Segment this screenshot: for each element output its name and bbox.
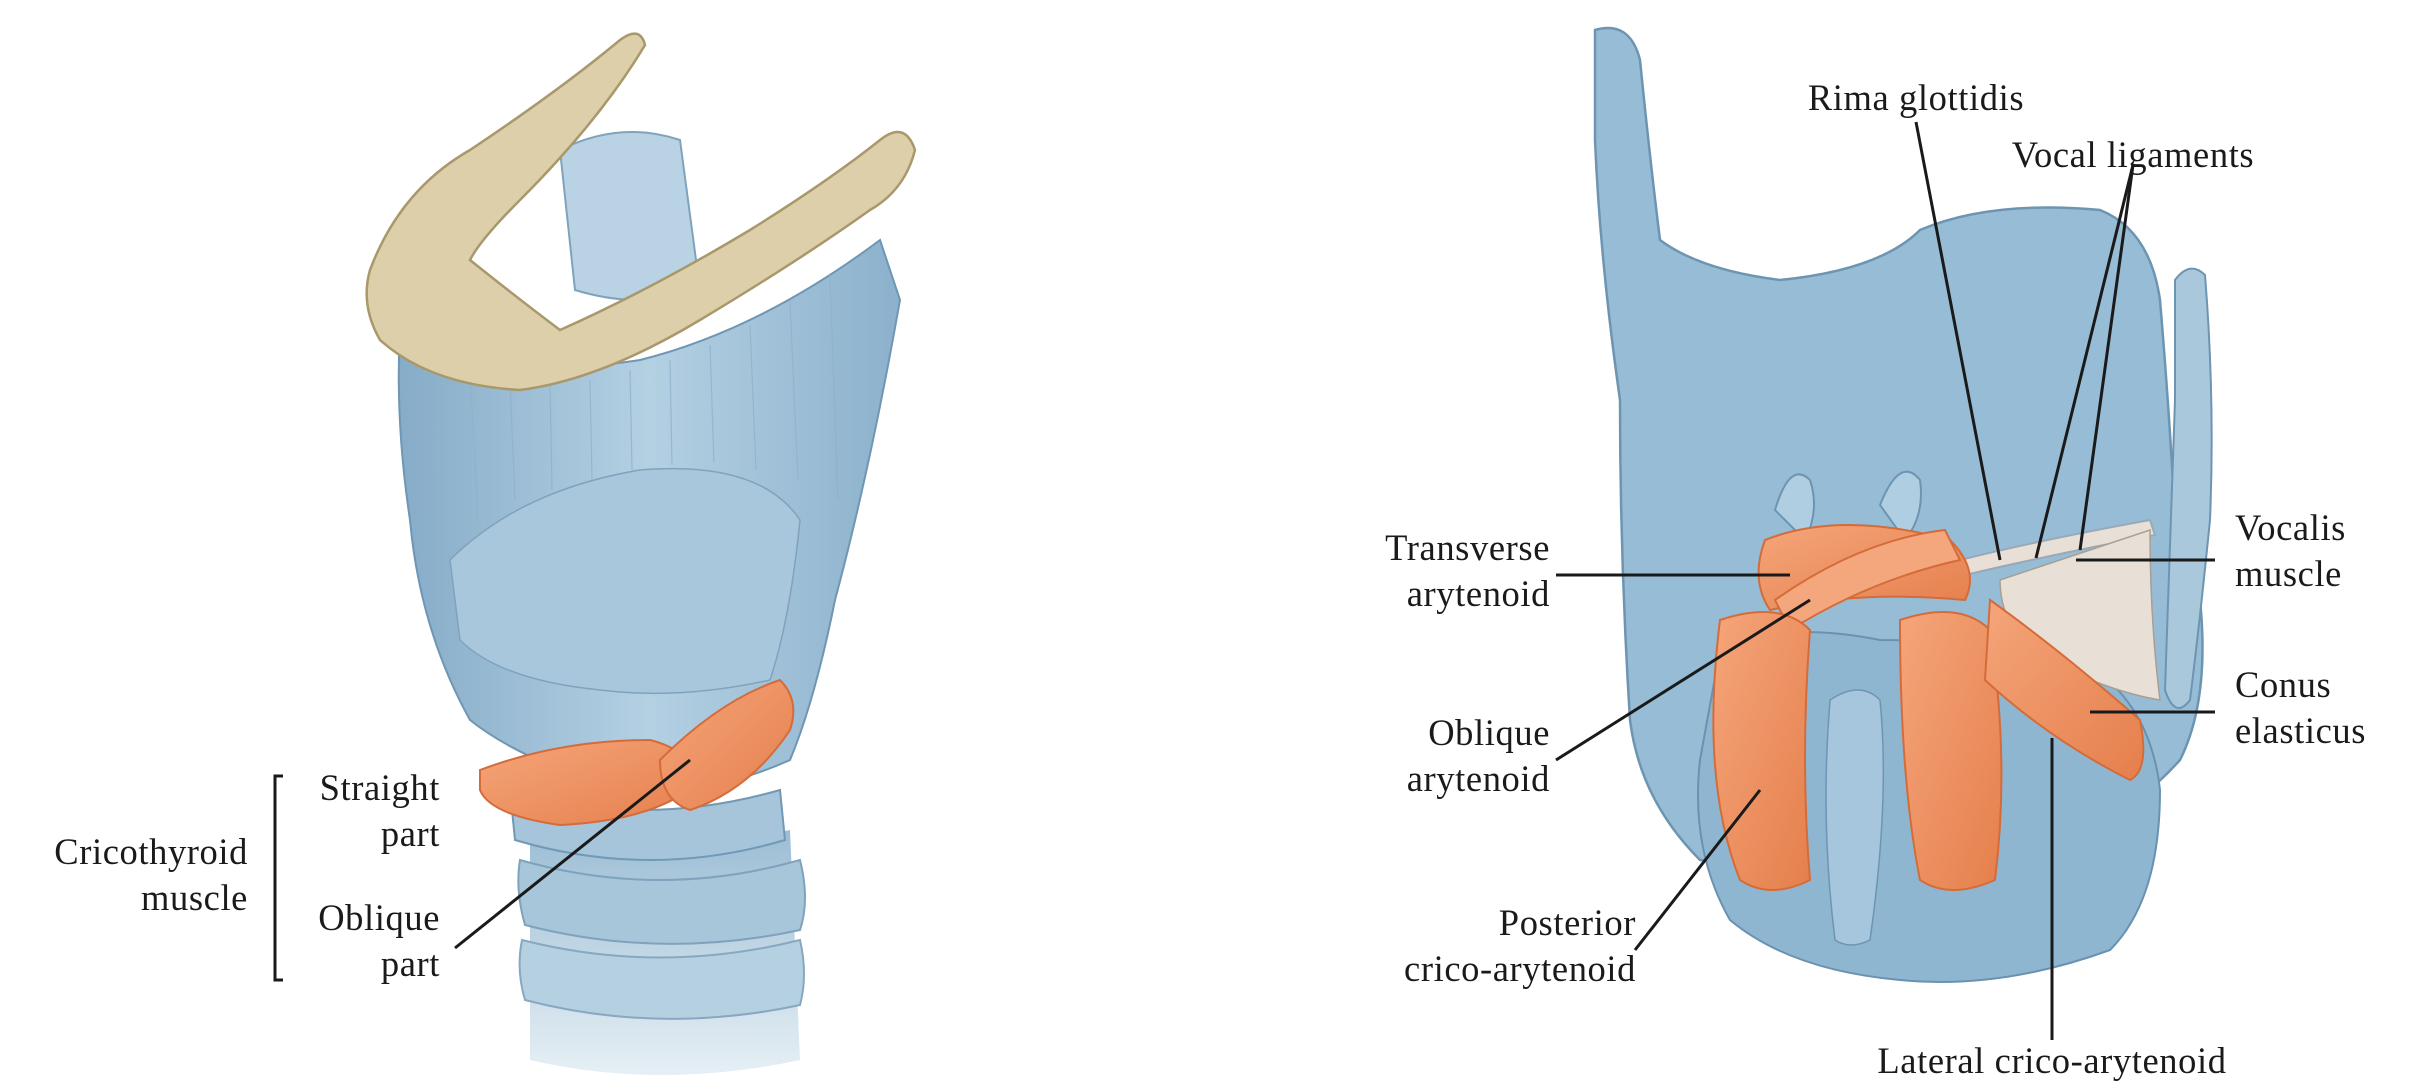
straight-part-label-line2: part — [381, 813, 440, 854]
rima-glottidis-label: Rima glottidis — [1808, 77, 2024, 118]
cricoid-ridge — [1826, 690, 1883, 945]
lateral-crico-arytenoid-label: Lateral crico-arytenoid — [1877, 1040, 2226, 1081]
conus-elasticus-label-line1: Conus — [2235, 664, 2331, 705]
conus-elasticus-label-line2: elasticus — [2235, 710, 2366, 751]
vocal-ligaments-label: Vocal ligaments — [2012, 134, 2255, 175]
transverse-arytenoid-label-line1: Transverse — [1385, 527, 1550, 568]
vocalis-muscle-label-line2: muscle — [2235, 553, 2342, 594]
oblique-arytenoid-label-line1: Oblique — [1428, 712, 1550, 753]
left-larynx-drawing — [367, 34, 915, 1075]
transverse-arytenoid-label-line2: arytenoid — [1407, 573, 1550, 614]
posterior-crico-arytenoid-label-line1: Posterior — [1499, 902, 1636, 943]
left-labels: Cricothyroid muscle Straight part Obliqu… — [54, 767, 440, 984]
cricothyroid-bracket — [275, 776, 283, 980]
oblique-arytenoid-label-line2: arytenoid — [1407, 758, 1550, 799]
vocalis-muscle-label-line1: Vocalis — [2235, 507, 2346, 548]
trachea — [518, 830, 805, 1075]
oblique-part-label-line2: part — [381, 943, 440, 984]
straight-part-label-line1: Straight — [320, 767, 440, 808]
posterior-crico-arytenoid-label-line2: crico-arytenoid — [1404, 948, 1636, 989]
superior-horn — [2165, 269, 2212, 708]
oblique-part-label-line1: Oblique — [318, 897, 440, 938]
cricothyroid-label-line1: Cricothyroid — [54, 831, 248, 872]
cricothyroid-label-line2: muscle — [141, 877, 248, 918]
